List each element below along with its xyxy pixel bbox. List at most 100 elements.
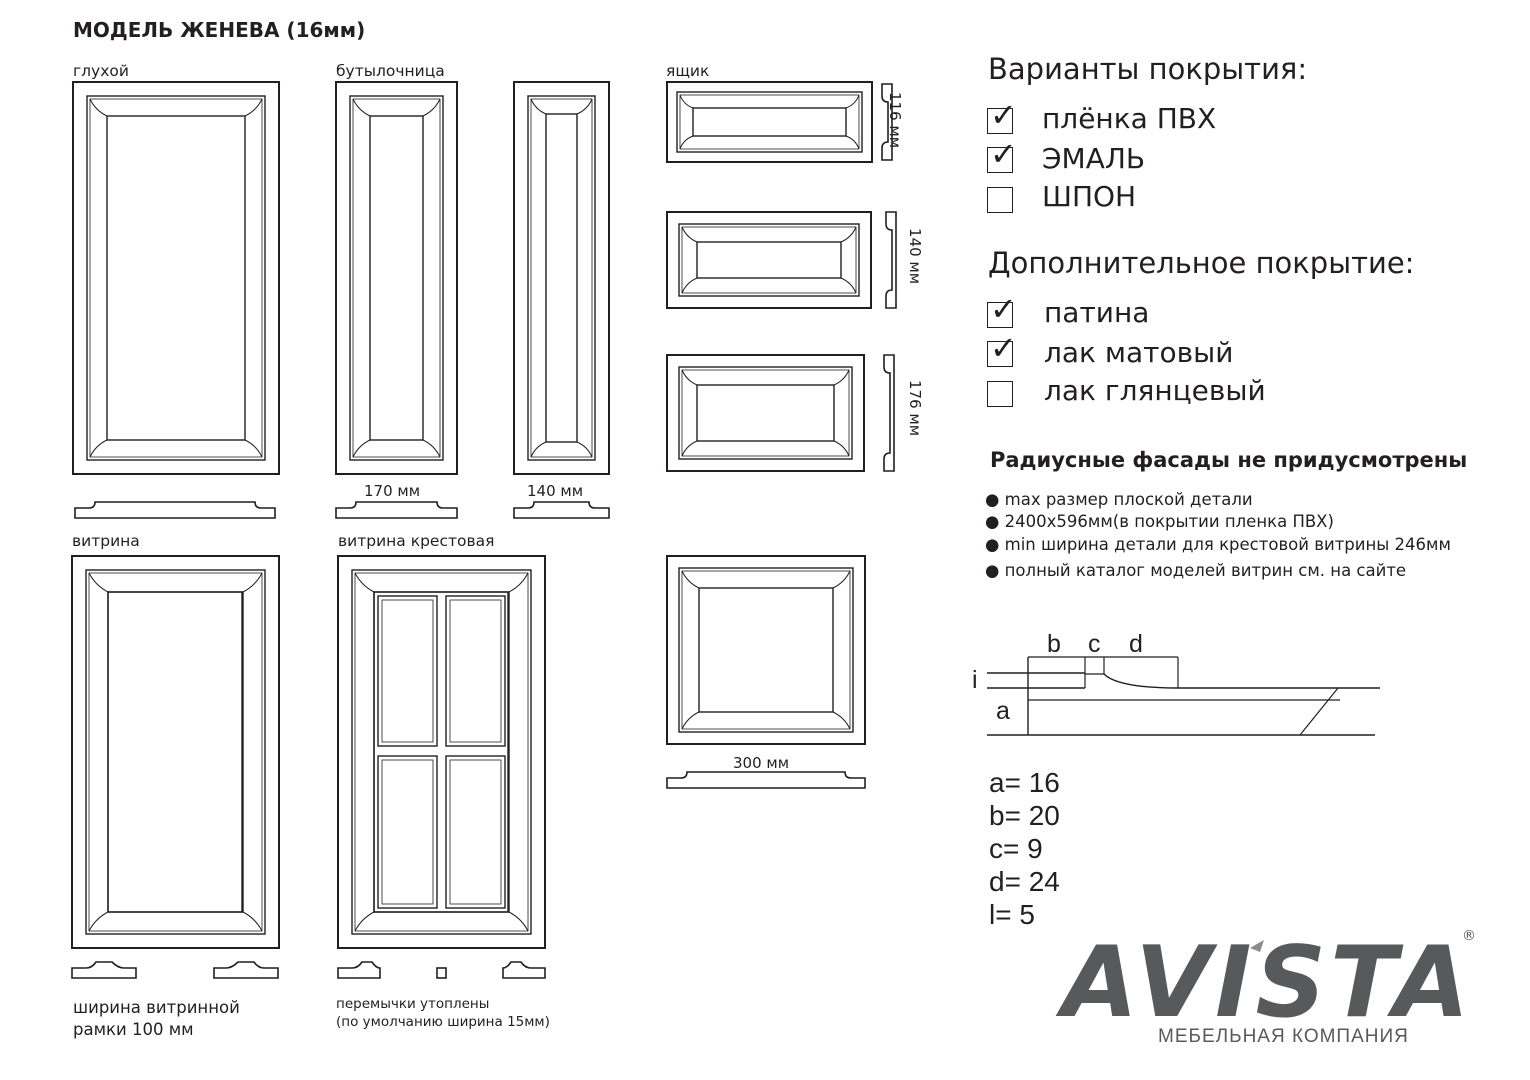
checkbox-enamel[interactable]: ✓ xyxy=(987,138,1017,173)
option-patina: патина xyxy=(1044,296,1150,329)
corner-mitre xyxy=(832,711,851,730)
glass-pane-inner xyxy=(381,759,434,905)
panel-bevel xyxy=(354,572,529,932)
corner-mitre xyxy=(833,369,850,386)
corner-mitre xyxy=(242,911,263,932)
corner-mitre xyxy=(244,98,263,117)
corner-mitre xyxy=(840,226,857,243)
dim-140-width: 140 мм xyxy=(527,482,584,500)
cross-section-left xyxy=(71,961,137,979)
panel-frame xyxy=(676,91,863,153)
company-logo: AVISTA xyxy=(1062,926,1474,1040)
cross-section xyxy=(885,211,897,309)
corner-mitre xyxy=(508,572,529,593)
facade-gluhoy xyxy=(72,81,280,475)
check-icon: ✓ xyxy=(990,329,1017,367)
panel-bevel xyxy=(681,226,857,294)
corner-mitre xyxy=(840,277,857,294)
corner-mitre xyxy=(89,439,108,458)
corner-mitre xyxy=(530,441,547,458)
corner-mitre xyxy=(679,94,694,109)
panel-frame xyxy=(678,223,860,297)
checkbox-patina[interactable]: ✓ xyxy=(987,293,1017,328)
panel-field xyxy=(692,107,847,137)
panel-field xyxy=(107,591,244,913)
corner-mitre xyxy=(508,911,529,932)
panel-bevel xyxy=(681,570,851,730)
panel-bevel xyxy=(679,94,860,150)
facade-drawer-176 xyxy=(666,354,865,472)
panel-frame xyxy=(85,569,266,935)
coating-heading: Варианты покрытия: xyxy=(988,52,1308,86)
panel-field xyxy=(696,384,835,442)
facade-outline xyxy=(666,81,873,163)
corner-mitre xyxy=(833,440,850,457)
section-square-300 xyxy=(666,771,866,789)
dim-140-height: 140 мм xyxy=(906,228,924,285)
panel-bevel xyxy=(681,369,850,457)
panel-field xyxy=(696,241,842,279)
note-frame-width-1: ширина витринной xyxy=(73,998,240,1017)
corner-mitre xyxy=(681,277,698,294)
facade-outline xyxy=(72,81,280,475)
glass-pane xyxy=(377,755,438,909)
section-butylochnitsa-170 xyxy=(335,501,458,519)
dim-170: 170 мм xyxy=(364,482,421,500)
size-a: a= 16 xyxy=(989,767,1060,798)
label-vitrina: витрина xyxy=(72,532,140,550)
checkbox-gloss[interactable] xyxy=(987,381,1013,407)
panel-field xyxy=(698,587,834,713)
panel-field xyxy=(106,115,246,441)
facade-outline xyxy=(337,555,546,949)
section-drawer-116 xyxy=(881,83,893,161)
section-drawer-176 xyxy=(883,354,895,472)
cross-section xyxy=(666,771,866,789)
page-title: МОДЕЛЬ ЖЕНЕВА (16мм) xyxy=(73,18,366,42)
profile-label-c: c xyxy=(1088,630,1101,658)
glass-opening xyxy=(373,591,509,913)
facade-outline xyxy=(71,555,280,949)
bullet-item: ● max размер плоской детали xyxy=(985,490,1253,509)
logo-accent-icon xyxy=(1250,940,1264,952)
panel-frame xyxy=(351,569,532,935)
corner-mitre xyxy=(88,911,109,932)
corner-mitre xyxy=(681,369,698,386)
note-frame-width-2: рамки 100 мм xyxy=(73,1020,194,1039)
corner-mitre xyxy=(89,98,108,117)
corner-mitre xyxy=(242,572,263,593)
panel-field xyxy=(545,113,578,443)
label-yashchik: ящик xyxy=(666,62,710,80)
glass-pane xyxy=(377,595,438,747)
panel-frame xyxy=(678,567,854,733)
option-enamel: ЭМАЛЬ xyxy=(1042,142,1146,175)
check-icon: ✓ xyxy=(990,290,1017,328)
profile-label-a: a xyxy=(996,697,1010,725)
size-b: b= 20 xyxy=(989,800,1060,831)
panel-frame xyxy=(349,95,444,461)
cross-section xyxy=(74,501,276,519)
panel-frame xyxy=(527,95,596,461)
panel-bevel xyxy=(89,98,263,458)
profile-curve xyxy=(1103,673,1179,689)
facade-square-300 xyxy=(666,555,866,745)
corner-mitre xyxy=(88,572,109,593)
registered-mark: ® xyxy=(1462,928,1476,944)
corner-mitre xyxy=(679,135,694,150)
panel-bevel xyxy=(88,572,263,932)
checkbox-veneer[interactable] xyxy=(987,187,1013,213)
radius-note: Радиусные фасады не придусмотрены xyxy=(990,448,1468,472)
panel-field xyxy=(373,591,510,913)
section-vitrina-krestovaya xyxy=(337,961,546,979)
note-bridges-1: перемычки утоплены xyxy=(336,996,490,1012)
check-icon: ✓ xyxy=(990,96,1017,134)
facade-butylochnitsa-140 xyxy=(513,81,610,475)
checkbox-matte[interactable]: ✓ xyxy=(987,332,1017,367)
facade-outline xyxy=(513,81,610,475)
corner-mitre xyxy=(681,226,698,243)
section-gluhoy xyxy=(74,501,276,519)
facade-vitrina-krestovaya xyxy=(337,555,546,949)
checkbox-pvc[interactable]: ✓ xyxy=(987,99,1017,134)
profile-label-d: d xyxy=(1129,630,1143,658)
section-drawer-140 xyxy=(885,211,897,309)
